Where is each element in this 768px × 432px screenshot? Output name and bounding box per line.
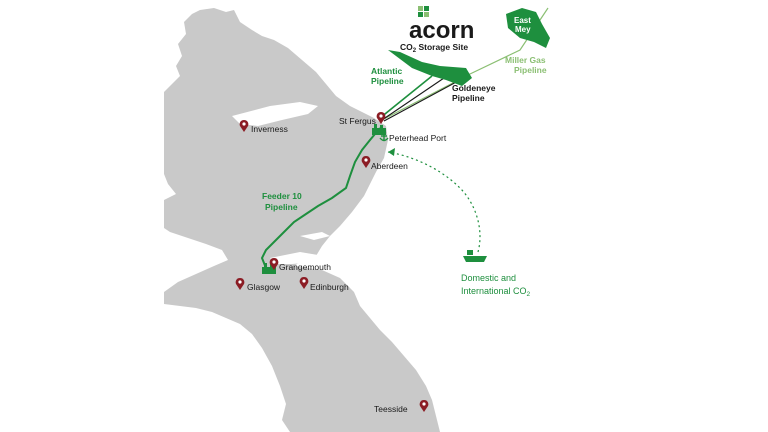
- east-mey-label-1: East: [514, 16, 531, 25]
- east-mey-label-2: Mey: [515, 25, 531, 34]
- solway-firth: [218, 330, 262, 372]
- storage-site-subtitle: CO2 Storage Site: [400, 42, 468, 54]
- goldeneye-pipeline-label-2: Pipeline: [452, 93, 485, 103]
- label-st-fergus: St Fergus: [339, 116, 376, 126]
- shipping-label-2: International CO2: [461, 286, 531, 298]
- miller-pipeline-label-1: Miller Gas: [505, 55, 546, 65]
- east-mey-field: [506, 8, 550, 48]
- atlantic-pipeline-label-2: Pipeline: [371, 76, 404, 86]
- goldeneye-pipeline-label-1: Goldeneye: [452, 83, 496, 93]
- factory-icon: [372, 124, 386, 135]
- firth-of-tay: [300, 232, 330, 240]
- feeder-pipeline-label-2: Pipeline: [265, 202, 298, 212]
- west-coast-inlet: [164, 246, 214, 262]
- anchor-icon: [379, 130, 389, 142]
- acorn-logo-text: acorn: [409, 17, 474, 44]
- firth-of-forth: [270, 252, 324, 264]
- label-edinburgh: Edinburgh: [310, 282, 349, 292]
- acorn-logo-icon: [418, 6, 429, 17]
- shipping-route-arrow: [388, 148, 395, 156]
- goldeneye-pipeline: [381, 77, 445, 121]
- label-aberdeen: Aberdeen: [371, 161, 408, 171]
- shipping-route: [387, 151, 481, 253]
- feeder-pipeline-label-1: Feeder 10: [262, 191, 302, 201]
- label-peterhead-port: Peterhead Port: [389, 133, 447, 143]
- miller-pipeline-label-2: Pipeline: [514, 65, 547, 75]
- label-glasgow: Glasgow: [247, 282, 281, 292]
- atlantic-pipeline-label-1: Atlantic: [371, 66, 402, 76]
- label-teesside: Teesside: [374, 404, 408, 414]
- landmass: [164, 8, 440, 432]
- goldeneye-pipeline-2: [383, 79, 461, 122]
- acorn-storage-site-shape: [388, 50, 472, 86]
- feeder-10-pipeline: [260, 127, 381, 269]
- label-grangemouth: Grangemouth: [279, 262, 331, 272]
- shipping-label-1: Domestic and: [461, 273, 516, 283]
- atlantic-pipeline: [379, 75, 433, 119]
- label-inverness: Inverness: [251, 124, 288, 134]
- moray-firth: [232, 102, 318, 126]
- ship-icon: [463, 250, 487, 262]
